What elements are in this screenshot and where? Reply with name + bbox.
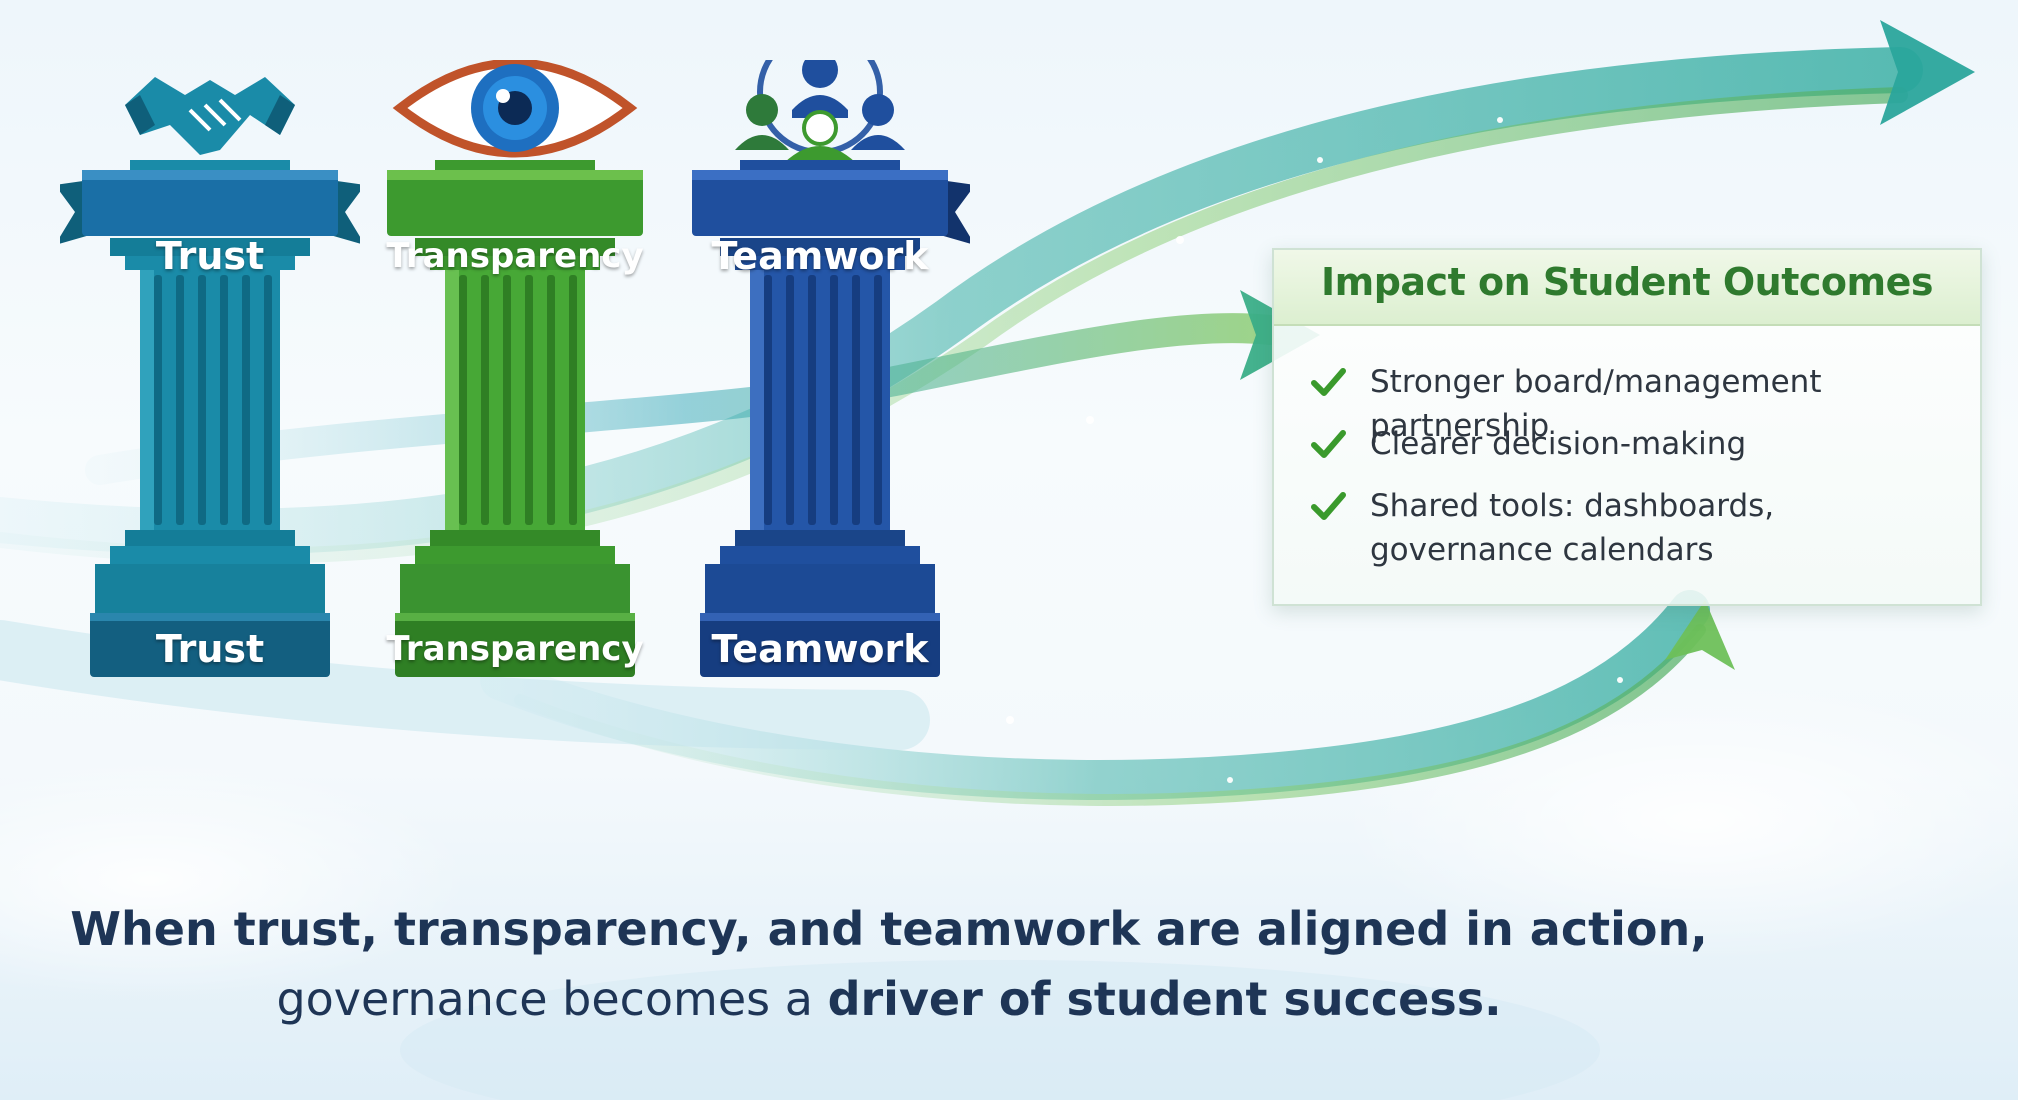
pillar-label-top: Trust: [155, 234, 265, 278]
check-icon: [1311, 430, 1346, 458]
footer-line2-emphasis: driver of student success.: [827, 972, 1502, 1026]
impact-item-text: Shared tools: dashboards, governance cal…: [1370, 488, 1775, 568]
check-icon: [1311, 368, 1346, 396]
pillar-label-bottom: Trust: [155, 627, 265, 671]
impact-item: Stronger board/management partnership: [1308, 360, 1978, 448]
pillar-label-top: Teamwork: [711, 234, 929, 278]
pillar-trust: Trust Trust: [60, 60, 360, 690]
impact-header: Impact on Student Outcomes: [1274, 250, 1980, 326]
impact-title: Impact on Student Outcomes: [1320, 260, 1934, 304]
pillar-column: [60, 77, 360, 677]
pillar-teamwork: Teamwork Teamwork: [670, 60, 970, 690]
pillar-transparency: Transparency Transparency: [365, 60, 665, 690]
check-icon: [1311, 492, 1346, 520]
pillar-column: [692, 60, 970, 677]
footer-statement-line2: governance becomes a driver of student s…: [0, 972, 1898, 1026]
footer-statement-line1: When trust, transparency, and teamwork a…: [70, 902, 1708, 956]
pillar-label-bottom: Transparency: [386, 629, 644, 669]
handshake-icon: [125, 77, 295, 155]
impact-item-text: Stronger board/management partnership: [1370, 364, 1822, 444]
eye-icon: [392, 60, 638, 158]
impact-panel: Impact on Student Outcomes Stronger boar…: [1272, 248, 1982, 606]
pillar-column: [387, 60, 643, 677]
pillar-label-top: Transparency: [386, 236, 644, 276]
footer-line2-start: governance becomes a: [276, 972, 828, 1026]
team-icon: [735, 60, 905, 162]
impact-item: Shared tools: dashboards, governance cal…: [1308, 484, 1908, 572]
impact-item: Clearer decision-making: [1308, 422, 1978, 466]
pillar-label-bottom: Teamwork: [711, 627, 929, 671]
impact-item-text: Clearer decision-making: [1370, 426, 1747, 462]
